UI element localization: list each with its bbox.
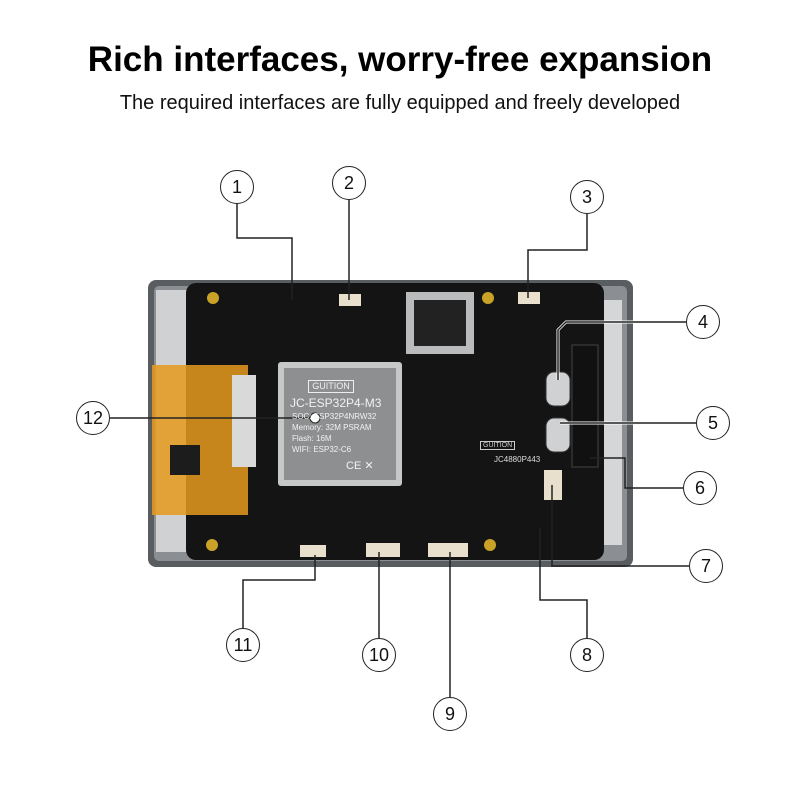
callout-8: 8 — [570, 638, 604, 672]
callout-10: 10 — [362, 638, 396, 672]
certification-marks: CE ✕ — [346, 460, 374, 472]
callout-3: 3 — [570, 180, 604, 214]
pin-header — [571, 344, 599, 468]
module-label: GUITION JC-ESP32P4-M3 SOC: ESP32P4NRW32 … — [286, 370, 394, 480]
page-title: Rich interfaces, worry-free expansion — [87, 40, 713, 79]
callout-4: 4 — [686, 305, 720, 339]
callout-6: 6 — [683, 471, 717, 505]
callout-9: 9 — [433, 697, 467, 731]
board-label: JC4880P443 — [494, 455, 541, 464]
module-wifi: WIFI: ESP32-C6 — [292, 445, 352, 454]
module-brand: GUITION — [308, 380, 354, 393]
board-brand: GUITION — [480, 441, 516, 450]
module-flash: Flash: 16M — [292, 434, 332, 443]
module-soc: SOC: ESP32P4NRW32 — [292, 412, 377, 421]
leader-lines — [110, 200, 696, 697]
fpc-connector — [232, 375, 256, 467]
callout-2: 2 — [332, 166, 366, 200]
callout-12: 12 — [76, 401, 110, 435]
module-model: JC-ESP32P4-M3 — [290, 396, 382, 410]
callout-7: 7 — [689, 549, 723, 583]
callout-5: 5 — [696, 406, 730, 440]
callout-11: 11 — [226, 628, 260, 662]
page-subtitle: The required interfaces are fully equipp… — [119, 92, 681, 114]
usb-c-2 — [545, 417, 571, 453]
module-memory: Memory: 32M PSRAM — [292, 423, 372, 432]
callout-1: 1 — [220, 170, 254, 204]
